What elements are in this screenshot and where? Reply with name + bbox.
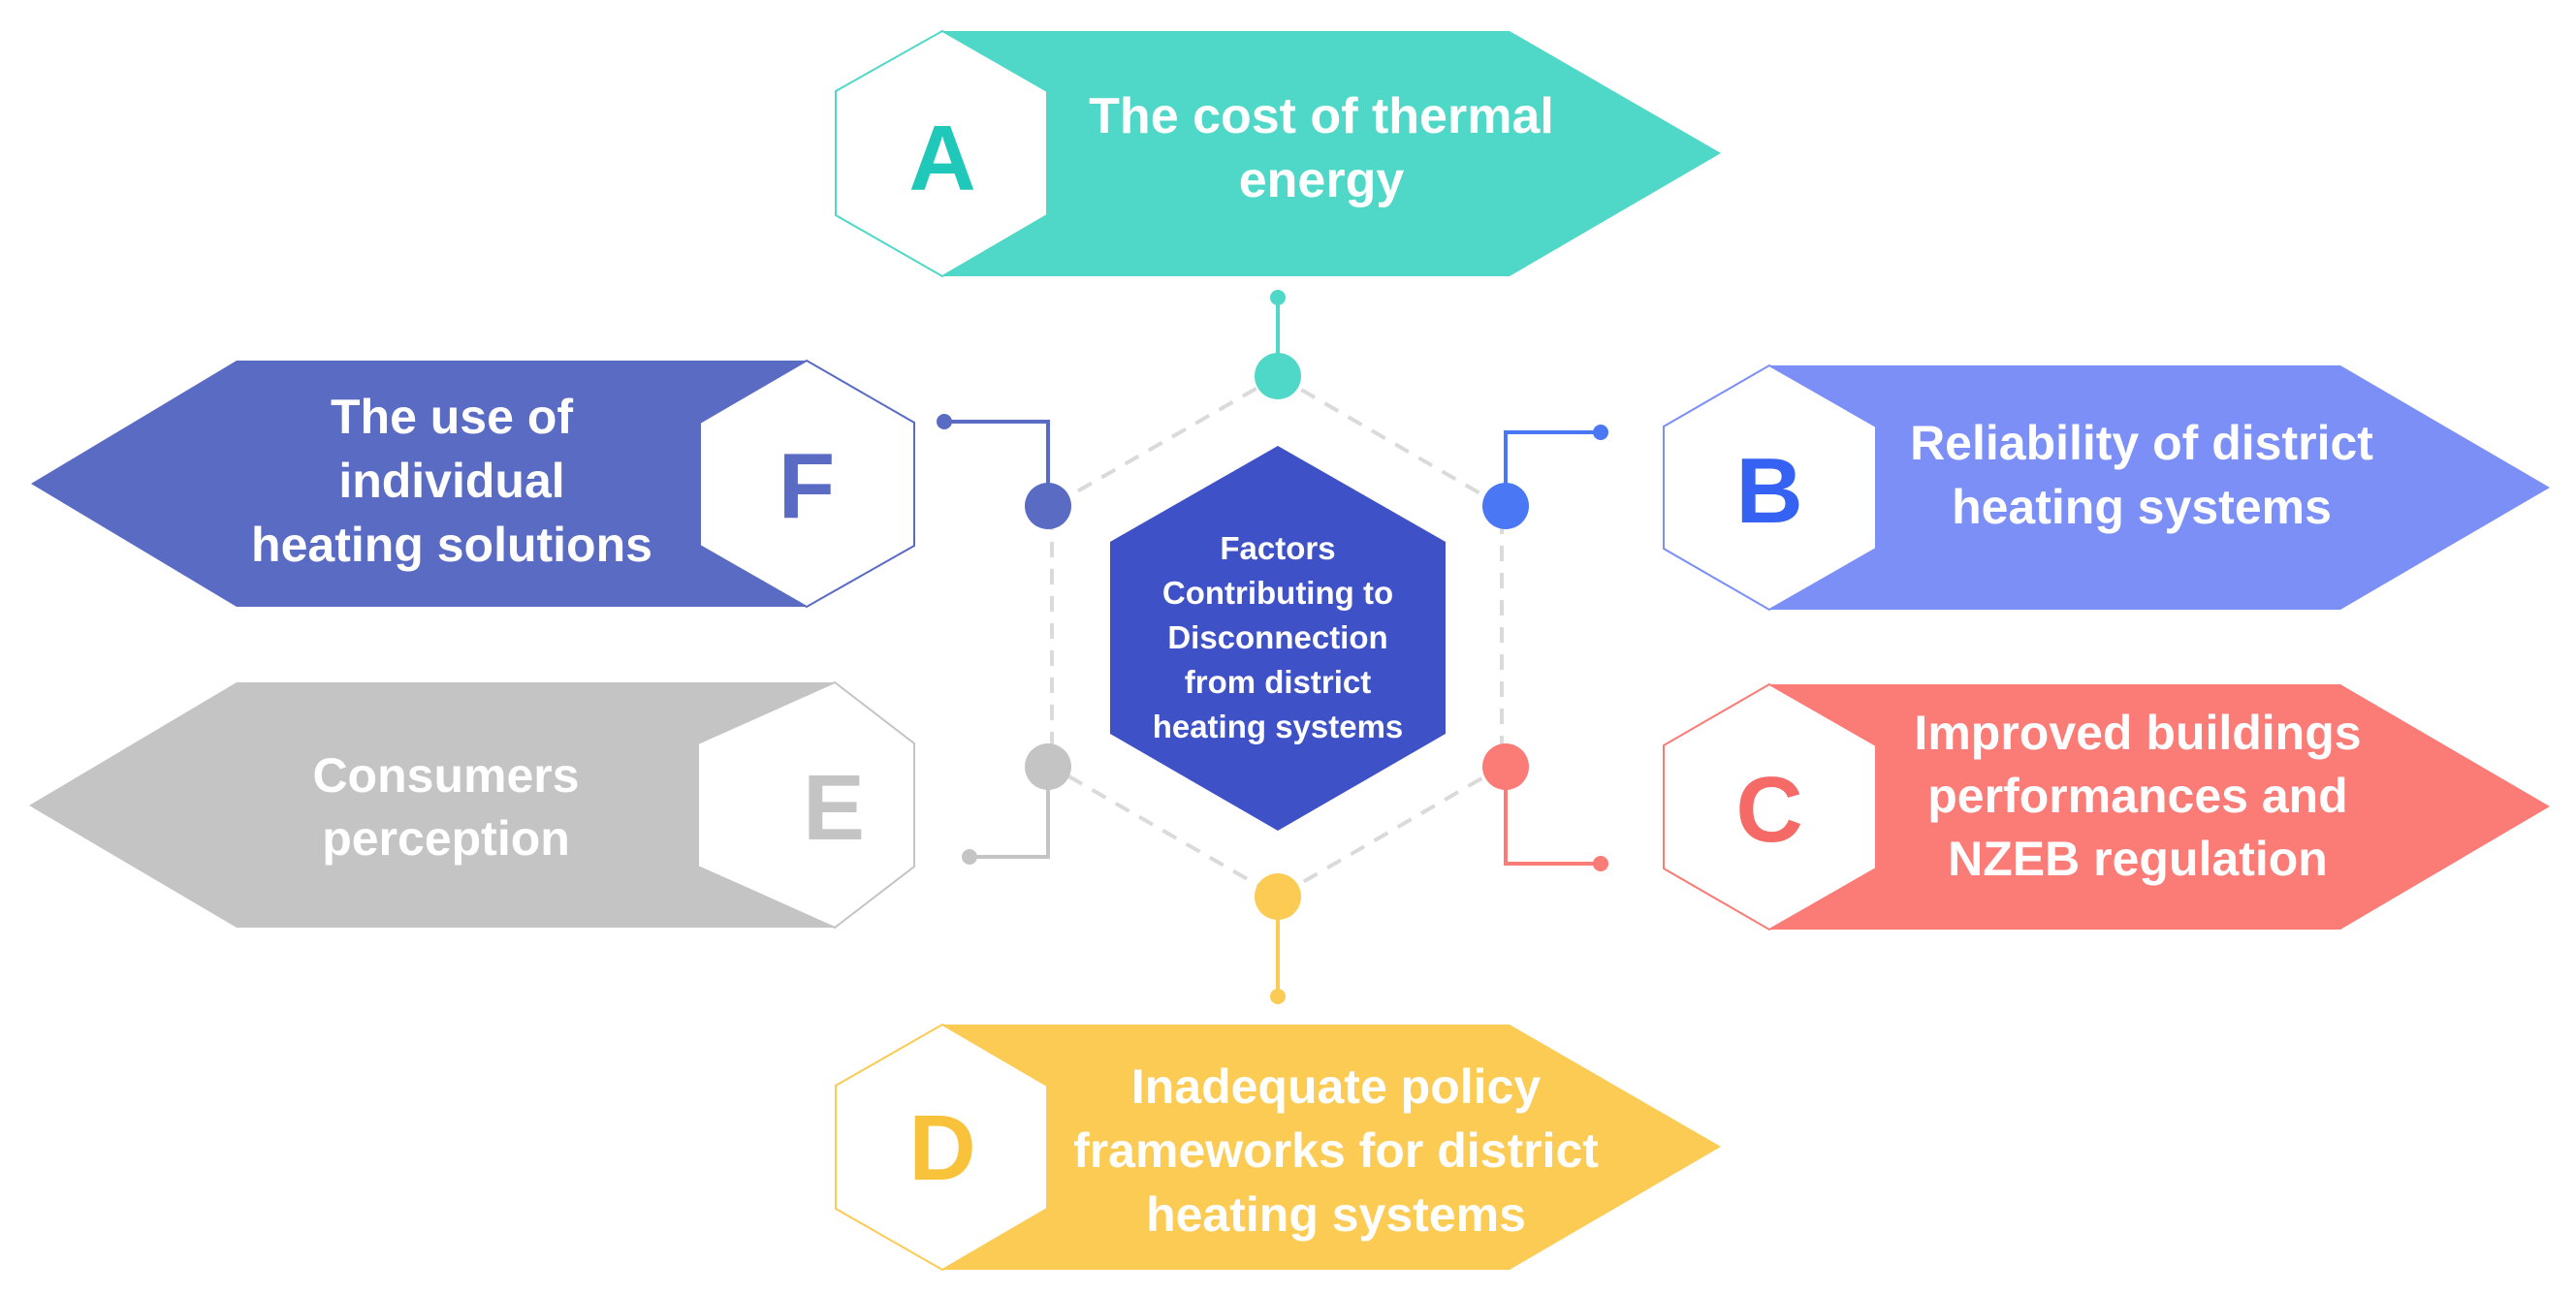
factor-d: D Inadequate policy frameworks for distr… <box>835 1023 1721 1272</box>
factor-e: E Consumers perception <box>29 680 915 930</box>
factor-a-letter: A <box>908 107 975 210</box>
dot-c-small <box>1593 856 1608 871</box>
dot-b-small <box>1593 425 1608 440</box>
connector-b <box>1504 430 1601 506</box>
factor-f-label-line-3: heating solutions <box>251 518 652 572</box>
factor-a-label-line-1: The cost of thermal <box>1089 88 1554 144</box>
factor-d-label-line-3: heating systems <box>1146 1187 1526 1242</box>
factor-d-arrow <box>942 1025 1721 1270</box>
factor-f: F The use of individual heating solution… <box>31 359 915 609</box>
dot-d-small <box>1270 989 1286 1004</box>
factor-f-letter: F <box>779 434 836 538</box>
factor-c-hexagon <box>1663 682 1877 931</box>
factor-a-hexagon <box>835 29 1048 278</box>
center-title: Factors Contributing to Disconnection fr… <box>1153 530 1404 744</box>
factor-c-letter: C <box>1735 758 1802 862</box>
factor-e-label-line-2: perception <box>322 811 570 866</box>
factor-d-label-line-1: Inadequate policy <box>1131 1059 1542 1114</box>
dot-a-small <box>1270 290 1286 305</box>
factor-e-hexagon <box>697 680 915 930</box>
dot-c-large <box>1482 743 1529 790</box>
factor-e-arrow <box>29 682 835 928</box>
connector-c <box>1504 767 1601 866</box>
factor-b-letter: B <box>1735 439 1802 543</box>
center-title-line-4: from district <box>1185 664 1372 700</box>
factor-d-hexagon <box>835 1023 1048 1272</box>
factor-d-letter: D <box>908 1096 975 1200</box>
factor-c-arrow <box>1769 684 2550 930</box>
center-hexagon <box>1110 446 1446 831</box>
factor-b: B Reliability of district heating system… <box>1663 363 2550 612</box>
factor-b-label-line-1: Reliability of district <box>1910 416 2373 470</box>
factor-c-label-line-2: performances and <box>1927 769 2347 823</box>
connector-f <box>944 420 1050 506</box>
dot-d-large <box>1255 873 1301 920</box>
dot-a-large <box>1255 353 1301 399</box>
factor-c-label-line-3: NZEB regulation <box>1948 832 2328 886</box>
factor-e-label-line-1: Consumers <box>312 748 579 803</box>
dot-b-large <box>1482 483 1529 529</box>
factor-b-arrow <box>1769 365 2550 610</box>
center-title-line-3: Disconnection <box>1167 619 1387 655</box>
factor-f-hexagon <box>699 359 915 609</box>
factor-c: C Improved buildings performances and NZ… <box>1663 682 2550 931</box>
dot-f-small <box>937 414 952 429</box>
connector-dots <box>937 290 1608 1004</box>
factor-b-hexagon <box>1663 363 1877 612</box>
center-title-line-5: heating systems <box>1153 709 1404 744</box>
factor-a-arrow <box>942 31 1721 276</box>
factor-f-label-line-2: individual <box>338 454 564 508</box>
connector-e <box>970 767 1050 859</box>
center-title-line-2: Contributing to <box>1162 575 1393 611</box>
dot-e-small <box>962 849 977 865</box>
dot-e-large <box>1025 743 1071 790</box>
factor-a-label-line-2: energy <box>1239 152 1405 208</box>
factor-a: A The cost of thermal energy <box>835 29 1721 278</box>
factor-f-label-line-1: The use of <box>331 390 573 444</box>
factor-d-label-line-2: frameworks for district <box>1073 1123 1599 1178</box>
factor-e-letter: E <box>803 756 865 860</box>
factor-c-label-line-1: Improved buildings <box>1914 706 2361 760</box>
dot-f-large <box>1025 483 1071 529</box>
factor-b-label-line-2: heating systems <box>1952 480 2332 534</box>
center-title-line-1: Factors <box>1220 530 1335 566</box>
factor-f-arrow <box>31 361 805 607</box>
